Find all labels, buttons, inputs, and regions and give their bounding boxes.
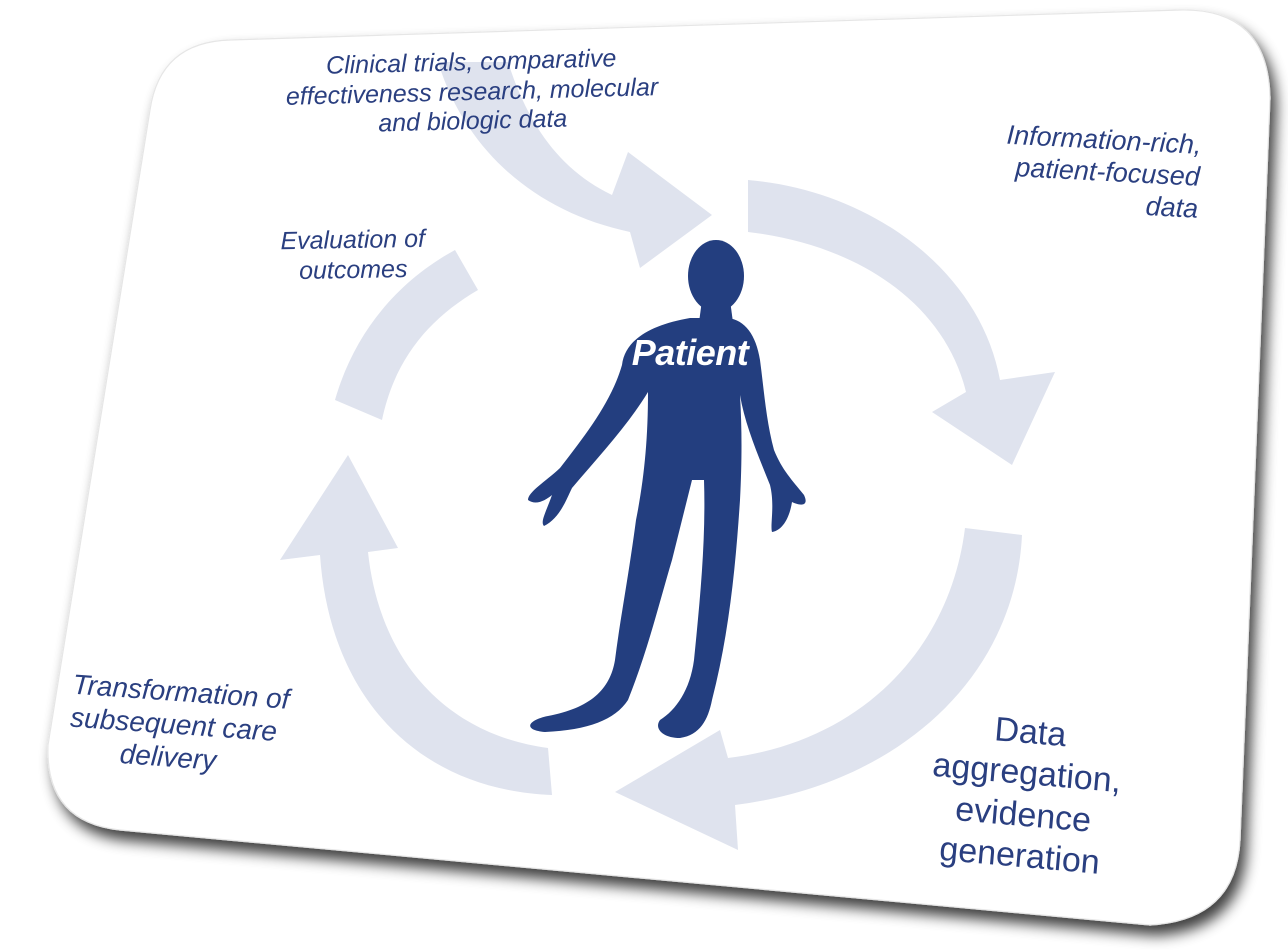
label-clinical-trials: Clinical trials, comparative effectivene… [231,42,713,143]
label-information-rich: Information-rich, patient-focused data [898,114,1202,225]
arc-top-left [335,250,478,420]
label-line: outcomes [298,254,408,285]
label-evaluation: Evaluation of outcomes [248,224,459,287]
arrow-bottom-right [615,528,1022,850]
patient-figure [528,240,806,738]
incoming-arrow [438,62,712,268]
arrow-top-right [748,180,1055,465]
label-line: Evaluation of [280,224,426,256]
patient-label: Patient [631,332,749,373]
cycle-arrows [280,62,1055,850]
label-transformation: Transformation of subsequent care delive… [67,668,373,788]
arrow-bottom-left [280,455,552,795]
label-data-aggregation: Data aggregation, evidence generation [883,701,1166,890]
